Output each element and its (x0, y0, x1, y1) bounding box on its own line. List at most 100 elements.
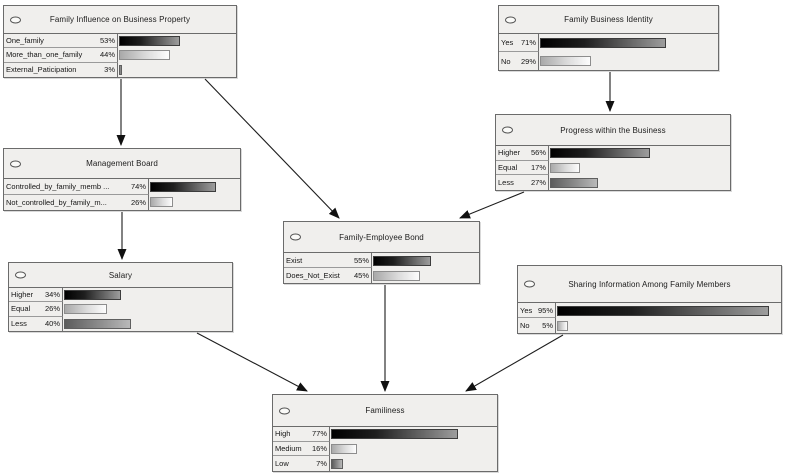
node-title: Salary (108, 270, 133, 280)
state-label-column: Controlled_by_family_memb ... 74% (4, 179, 149, 195)
state-label: Low (275, 459, 289, 469)
probability-bar (150, 197, 174, 208)
state-probability: 95% (537, 305, 553, 315)
node-state-oval-icon (290, 233, 301, 241)
probability-bar (64, 318, 131, 329)
state-row: Low 7% (273, 456, 497, 472)
state-probability: 34% (44, 290, 60, 300)
node-state-oval-icon (279, 407, 290, 414)
node-states: Higher 56% Equal 17% Less 27% (496, 146, 730, 191)
state-label: External_Paticipation (6, 65, 77, 75)
node-title: Family-Employee Bond (339, 232, 424, 242)
state-label: Exist (286, 255, 303, 265)
edge-family-influence-on-business-property-to-family-employee-bond (204, 78, 340, 219)
state-label: Yes (501, 38, 514, 47)
state-label: Medium (275, 444, 302, 453)
bar-area (549, 175, 730, 190)
state-row: Yes 95% (518, 303, 781, 318)
node-title: Progress within the Business (560, 125, 666, 135)
state-label: High (275, 429, 291, 439)
probability-bar (331, 444, 358, 454)
state-probability: 56% (530, 148, 546, 158)
state-probability: 27% (530, 178, 546, 188)
state-label-column: Less 40% (9, 316, 63, 331)
bar-area (63, 317, 232, 331)
probability-bar (64, 304, 108, 315)
probability-bar (119, 36, 181, 47)
state-probability: 45% (353, 271, 369, 280)
state-row: No 5% (518, 318, 781, 333)
bar-area (118, 63, 236, 77)
probability-bar (540, 38, 666, 48)
state-label-column: One_family 53% (4, 34, 118, 49)
node-states: Higher 34% Equal 26% Less 40% (9, 288, 232, 331)
probability-bar (557, 305, 769, 316)
bn-node-family-business-identity[interactable]: Family Business Identity Yes 71% No 29% (498, 5, 719, 71)
edge-progress-within-the-business-to-family-employee-bond (459, 191, 525, 219)
node-title-bar: Management Board (4, 149, 240, 179)
state-label: Controlled_by_family_memb ... (6, 181, 110, 191)
state-label: Less (11, 319, 27, 329)
bar-area (556, 318, 781, 333)
bar-area (539, 52, 718, 70)
node-title: Family Influence on Business Property (49, 15, 191, 24)
state-label: Higher (498, 148, 521, 158)
state-label: Equal (498, 163, 518, 172)
bn-node-family-employee-bond[interactable]: Family-Employee Bond Exist 55% Does_Not_… (283, 221, 480, 284)
node-state-oval-icon (10, 160, 21, 167)
state-row: Less 40% (9, 316, 232, 331)
state-row: No 29% (499, 52, 718, 70)
state-probability: 16% (311, 444, 327, 453)
state-row: Controlled_by_family_memb ... 74% (4, 179, 240, 195)
probability-bar (150, 181, 216, 192)
state-label-column: External_Paticipation 3% (4, 62, 118, 77)
bn-node-salary[interactable]: Salary Higher 34% Equal 26% Less 40% (8, 262, 233, 332)
bar-area (118, 34, 236, 48)
state-row: Does_Not_Exist 45% (284, 268, 479, 283)
bar-area (149, 179, 240, 195)
node-title: Management Board (86, 159, 158, 168)
state-label-column: Equal 17% (496, 160, 549, 176)
probability-bar (373, 270, 421, 281)
state-row: Higher 34% (9, 288, 232, 303)
state-probability: 29% (520, 56, 536, 66)
node-title-bar: Family-Employee Bond (284, 222, 479, 253)
probability-bar (331, 458, 343, 469)
state-probability: 26% (44, 304, 60, 314)
bar-area (330, 442, 497, 457)
bn-node-management-board[interactable]: Management Board Controlled_by_family_me… (3, 148, 241, 211)
bar-area (549, 161, 730, 176)
probability-bar (557, 320, 569, 331)
probability-bar (119, 64, 123, 75)
probability-bar (550, 148, 651, 159)
bar-area (539, 34, 718, 52)
node-states: Controlled_by_family_memb ... 74% Not_co… (4, 179, 240, 210)
state-row: Less 27% (496, 175, 730, 191)
node-title-bar: Salary (9, 263, 232, 288)
state-label-column: Higher 34% (9, 288, 63, 303)
state-probability: 77% (311, 429, 327, 439)
state-label: No (520, 321, 530, 330)
state-label: No (501, 56, 511, 66)
state-probability: 17% (530, 163, 546, 172)
node-state-oval-icon (15, 271, 26, 279)
state-row: High 77% (273, 427, 497, 442)
node-state-oval-icon (10, 16, 21, 23)
node-title: Familiness (365, 406, 405, 415)
bar-area (549, 146, 730, 161)
bn-node-progress-within-the-business[interactable]: Progress within the Business Higher 56% … (495, 114, 731, 191)
node-state-oval-icon (524, 280, 535, 288)
state-probability: 44% (99, 50, 115, 60)
bn-node-familiness[interactable]: Familiness High 77% Medium 16% Low 7% (272, 394, 498, 472)
bn-node-family-influence-on-business-property[interactable]: Family Influence on Business Property On… (3, 5, 237, 78)
bar-area (330, 456, 497, 471)
bn-node-sharing-information-among-family-members[interactable]: Sharing Information Among Family Members… (517, 265, 782, 334)
node-title-bar: Family Influence on Business Property (4, 6, 236, 34)
state-probability: 5% (542, 321, 553, 330)
state-row: Yes 71% (499, 34, 718, 52)
state-label: Equal (11, 304, 31, 314)
state-label-column: Does_Not_Exist 45% (284, 268, 372, 283)
bar-area (118, 48, 236, 62)
node-title-bar: Familiness (273, 395, 497, 427)
